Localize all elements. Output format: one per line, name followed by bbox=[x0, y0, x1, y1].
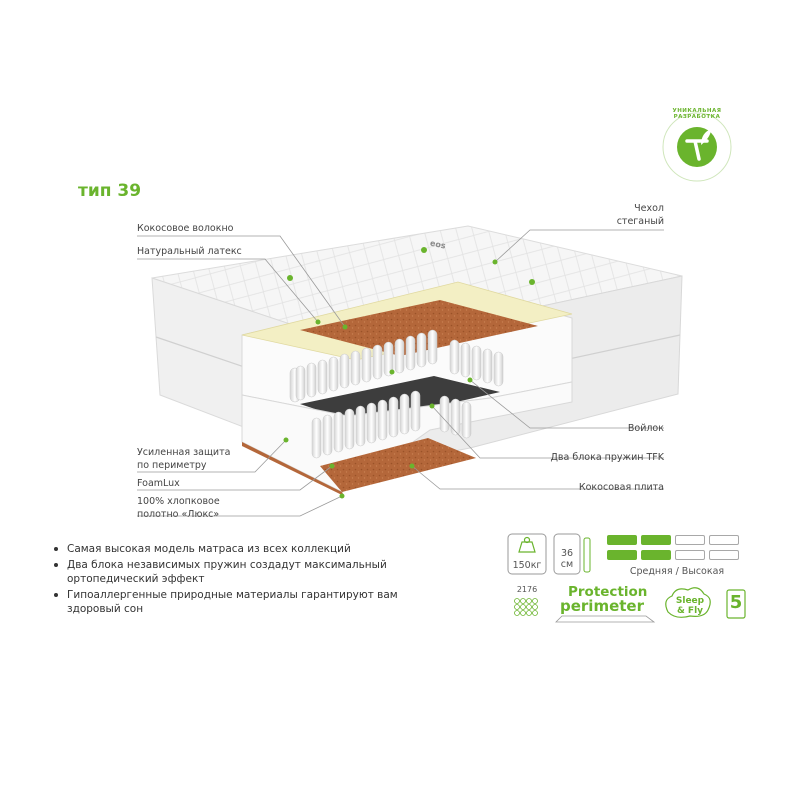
brand-mark-icons bbox=[287, 247, 535, 285]
springs-lower-rows bbox=[311, 390, 472, 459]
stiffness-segment bbox=[641, 535, 671, 545]
label-coconut-slab: Кокосовая плита bbox=[578, 482, 664, 493]
springs-count-icon bbox=[514, 598, 538, 616]
stiffness-label: Средняя / Высокая bbox=[629, 566, 725, 577]
feature-item: Два блока независимых пружин создадут ма… bbox=[54, 558, 414, 587]
feature-item: Самая высокая модель матраса из всех кол… bbox=[54, 542, 414, 557]
label-spring-blocks: Два блока пружин TFK bbox=[550, 452, 664, 463]
feature-item: Гипоаллергенные природные материалы гара… bbox=[54, 588, 414, 617]
label-perimeter-line1: Усиленная защита bbox=[137, 447, 231, 458]
point-markers bbox=[283, 259, 498, 499]
coconut-bottom bbox=[320, 438, 476, 492]
stiffness-segment bbox=[675, 535, 705, 545]
protection-line2: perimeter bbox=[560, 597, 644, 615]
springs-count: 2176 bbox=[516, 585, 538, 594]
stiffness-segment bbox=[709, 535, 739, 545]
label-natural-latex: Натуральный латекс bbox=[137, 246, 242, 257]
label-cover-line2: стеганый bbox=[616, 216, 664, 227]
label-felt: Войлок bbox=[627, 423, 664, 434]
label-foamlux: FoamLux bbox=[137, 478, 180, 489]
stiffness-segment bbox=[675, 550, 705, 560]
springs-upper-rows bbox=[295, 329, 504, 401]
stiffness-row-a bbox=[607, 535, 739, 545]
badge-text: УНИКАЛЬНАЯ РАЗРАБОТКА bbox=[672, 108, 722, 120]
height-value: 36 bbox=[560, 548, 574, 559]
stiffness-row-b bbox=[607, 550, 739, 560]
feature-list: Самая высокая модель матраса из всех кол… bbox=[54, 542, 414, 618]
max-load-value: 150кг bbox=[512, 560, 542, 571]
label-perimeter-line2: по периметру bbox=[137, 460, 207, 471]
warranty-icon bbox=[726, 589, 746, 619]
product-title: тип 39 bbox=[78, 181, 142, 201]
stiffness-segment bbox=[641, 550, 671, 560]
stiffness-segment bbox=[607, 550, 637, 560]
stiffness-segment bbox=[709, 550, 739, 560]
sleep-fly-line2: & Fly bbox=[676, 606, 704, 616]
height-unit: см bbox=[560, 559, 574, 570]
warranty-years: 5 bbox=[729, 592, 743, 613]
stiffness-segment bbox=[607, 535, 637, 545]
label-cotton-line1: 100% хлопковое bbox=[137, 496, 220, 507]
height-icon bbox=[553, 533, 581, 575]
unique-development-badge bbox=[662, 112, 732, 182]
label-cotton-line2: полотно «Люкс» bbox=[137, 509, 220, 520]
sleep-fly-icon bbox=[665, 587, 711, 618]
coconut-top bbox=[300, 300, 538, 356]
protection-line1: Protection bbox=[568, 584, 648, 600]
label-cover-line1: Чехол bbox=[634, 203, 664, 214]
max-load-icon bbox=[507, 533, 547, 575]
sleep-fly-line1: Sleep bbox=[675, 596, 705, 606]
leader-lines bbox=[137, 229, 664, 517]
label-coconut-fiber: Кокосовое волокно bbox=[137, 223, 234, 234]
